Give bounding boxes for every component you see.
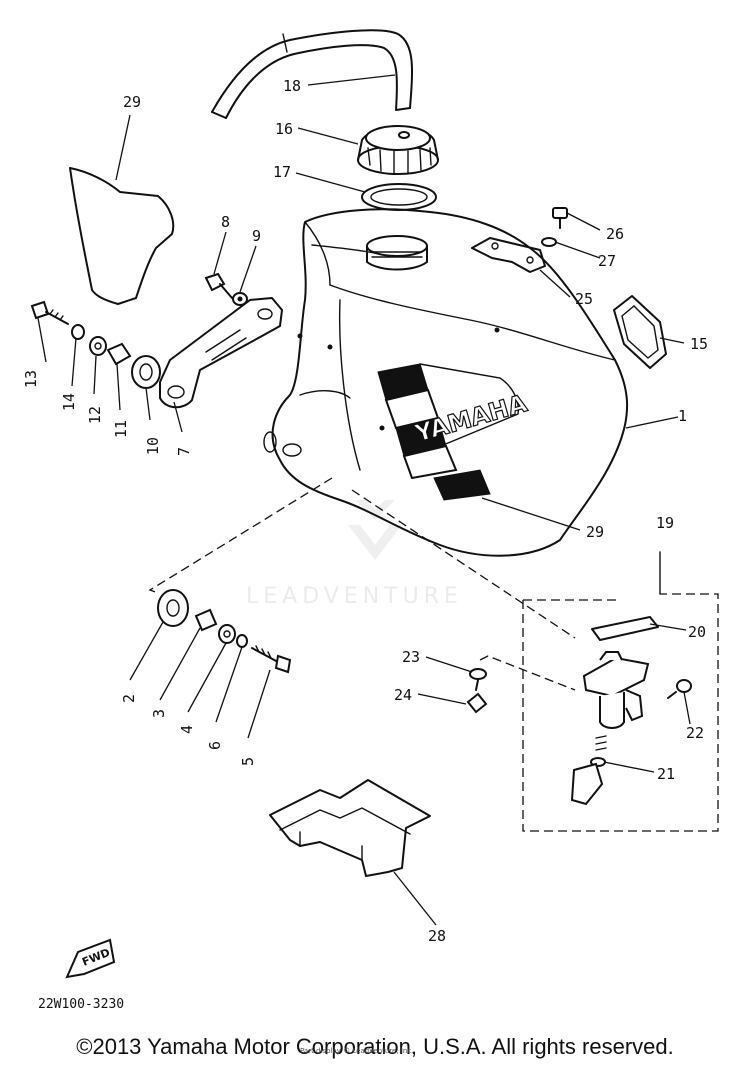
- fuel-cock-center-line: [479, 655, 576, 691]
- part-label-6: 6: [206, 741, 224, 750]
- rear-mount-washer: [218, 624, 236, 644]
- watermark: LEADVENTURE: [246, 500, 463, 609]
- front-mount-damper: [131, 355, 161, 389]
- part-label-25: 25: [575, 290, 593, 308]
- part-label-21: 21: [657, 765, 675, 783]
- part-label-29-side-cover: 29: [123, 93, 141, 111]
- tank-decal: YAMAHA: [377, 363, 531, 501]
- fuel-cock-body: [582, 651, 650, 729]
- part-label-2: 2: [120, 694, 138, 703]
- part-label-3: 3: [150, 709, 168, 718]
- part-label-27: 27: [598, 252, 616, 270]
- leader-lines: [37, 74, 691, 926]
- bracket-bolt: [552, 207, 568, 229]
- part-label-8: 8: [221, 213, 230, 231]
- front-mount-collar: [71, 324, 85, 340]
- stay-bracket: [159, 297, 283, 409]
- part-label-4: 4: [178, 725, 196, 734]
- part-label-14: 14: [60, 393, 78, 411]
- tank-bracket: [471, 237, 546, 273]
- part-label-24: 24: [394, 686, 412, 704]
- part-label-22: 22: [686, 724, 704, 742]
- part-number-labels: 18 16 17 29 8 9 26 27 25 15 1 13 14 12 1…: [22, 77, 708, 945]
- watermark-text: LEADVENTURE: [246, 584, 463, 609]
- rear-mount-collar: [194, 608, 218, 632]
- rear-mount-lock-washer: [236, 634, 248, 648]
- front-mount-spacer: [106, 342, 132, 366]
- part-label-17: 17: [273, 163, 291, 181]
- fuel-cap: [357, 125, 439, 175]
- fuel-cock-bowl: [570, 762, 604, 806]
- part-label-28: 28: [428, 927, 446, 945]
- fuel-tank: YAMAHA: [263, 208, 629, 557]
- part-label-5: 5: [239, 757, 257, 766]
- tank-pad: [269, 779, 431, 877]
- bracket-washer: [541, 237, 557, 247]
- part-label-26: 26: [606, 225, 624, 243]
- breather-hose: [211, 29, 413, 119]
- fuel-cock-screw: [667, 679, 692, 699]
- part-label-7: 7: [175, 447, 193, 456]
- copyright-notice: ©2013 Yamaha Motor Corporation, U.S.A. A…: [76, 1034, 674, 1059]
- part-label-19: 19: [656, 514, 674, 532]
- side-cover-panel: [69, 167, 175, 305]
- part-label-13: 13: [22, 370, 40, 388]
- copyright-subnote: Part display © LeadVenture, Inc.: [300, 1047, 414, 1055]
- fuel-cock-assembly-box: [522, 551, 719, 832]
- part-label-1: 1: [678, 407, 687, 425]
- part-label-16: 16: [275, 120, 293, 138]
- fuel-cock-mount-washer: [469, 668, 487, 680]
- part-label-11: 11: [112, 420, 130, 438]
- forward-arrow: FWD: [65, 938, 116, 979]
- stay-bolt: [204, 272, 233, 299]
- part-label-18: 18: [283, 77, 301, 95]
- rear-mount-bolt: [251, 645, 292, 674]
- mount-center-lines: [148, 477, 576, 639]
- drawing-code: 22W100-3230: [38, 997, 124, 1012]
- fuel-cock-mount-bolt: [466, 679, 488, 714]
- part-label-20: 20: [688, 623, 706, 641]
- fuel-cock-spring: [595, 735, 607, 751]
- part-label-15: 15: [690, 335, 708, 353]
- fuel-cock-gasket: [591, 616, 659, 641]
- part-label-9: 9: [252, 227, 261, 245]
- stay-washer: [232, 292, 248, 306]
- tank-cover-plate: [613, 295, 667, 369]
- part-label-23: 23: [402, 648, 420, 666]
- cap-gasket: [361, 183, 437, 211]
- rear-mount-damper: [157, 589, 189, 627]
- front-mount-washer: [89, 336, 107, 356]
- front-mount-bolt: [30, 300, 69, 325]
- part-label-10: 10: [144, 437, 162, 455]
- part-label-12: 12: [86, 406, 104, 424]
- part-label-29-decal: 29: [586, 523, 604, 541]
